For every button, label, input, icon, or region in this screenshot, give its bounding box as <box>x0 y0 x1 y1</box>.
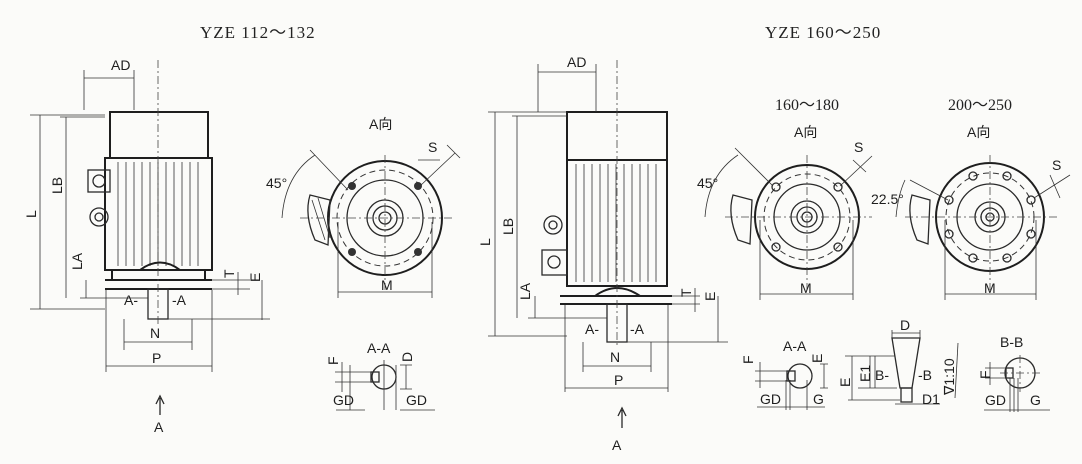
dim-p-right: P <box>614 372 623 388</box>
taper-b-left: B- <box>875 367 889 383</box>
flange-160-angle: 45° <box>697 175 718 191</box>
taper-d: D <box>900 317 910 333</box>
view-arrow-a-right: A <box>612 437 622 453</box>
taper-e1: E1 <box>857 365 873 382</box>
section-aa-g: G <box>813 391 824 407</box>
dim-lb: LB <box>49 177 65 194</box>
flange-160-m: M <box>800 280 812 296</box>
right-section-aa <box>755 362 828 410</box>
dim-l-right: L <box>477 238 493 246</box>
section-a-right: -A <box>172 292 187 308</box>
flange-200-s: S <box>1052 157 1061 173</box>
dim-lb-right: LB <box>500 218 516 235</box>
right-motor-side-view <box>488 60 728 428</box>
dim-ad-right: AD <box>567 54 586 70</box>
taper-b-right: -B <box>918 367 932 383</box>
left-section-gd2: GD <box>406 392 427 408</box>
section-a-left: A- <box>124 292 138 308</box>
taper-e: E <box>837 378 853 387</box>
dim-e: E <box>247 273 263 282</box>
left-section-d: D <box>399 352 415 362</box>
view-arrow-a: A <box>154 419 164 435</box>
flange-left-s: S <box>428 139 437 155</box>
flange-160-s: S <box>854 139 863 155</box>
section-bb-g: G <box>1030 392 1041 408</box>
flange-left-view-label: A向 <box>369 116 392 132</box>
dim-e-right: E <box>702 292 718 301</box>
dim-l: L <box>23 210 39 218</box>
flange-200-angle: 22.5° <box>871 191 904 207</box>
section-a-left-right: A- <box>585 321 599 337</box>
section-aa-left-title: A-A <box>367 340 391 356</box>
taper-d1: D1 <box>922 391 940 407</box>
left-motor-side-view <box>30 60 270 415</box>
left-flange-view <box>281 144 461 298</box>
section-aa-right-title: A-A <box>783 338 807 354</box>
section-aa-e: E <box>809 354 825 363</box>
title-left: YZE 112～132 <box>200 23 316 42</box>
flange-160-range: 160～180 <box>775 97 839 114</box>
section-aa-f: F <box>740 355 756 364</box>
flange-160-view <box>704 147 873 300</box>
dim-t: T <box>221 269 237 278</box>
flange-200-view <box>895 155 1071 300</box>
dim-ad: AD <box>111 57 130 73</box>
section-bb-gd: GD <box>985 392 1006 408</box>
flange-200-range: 200～250 <box>948 97 1012 114</box>
dim-la-right: LA <box>517 282 533 300</box>
section-bb-f: F <box>977 370 993 379</box>
dim-la: LA <box>69 252 85 270</box>
section-aa-gd: GD <box>760 391 781 407</box>
flange-160-view-label: A向 <box>794 124 817 140</box>
dim-n: N <box>150 325 160 341</box>
title-right: YZE 160～250 <box>765 23 881 42</box>
left-section-aa <box>335 360 435 411</box>
taper-shaft-detail <box>845 330 959 405</box>
section-bb-title: B-B <box>1000 334 1023 350</box>
flange-200-view-label: A向 <box>967 124 990 140</box>
left-section-gd1: GD <box>333 392 354 408</box>
section-a-right-right: -A <box>630 321 645 337</box>
dim-t-right: T <box>678 288 694 297</box>
flange-200-m: M <box>984 280 996 296</box>
section-bb <box>984 355 1050 412</box>
dim-n-right: N <box>610 349 620 365</box>
left-section-f: F <box>325 356 341 365</box>
flange-left-m: M <box>381 277 393 293</box>
flange-left-angle: 45° <box>266 175 287 191</box>
dim-p: P <box>152 350 161 366</box>
taper-ratio: ∇1:10 <box>941 358 957 396</box>
